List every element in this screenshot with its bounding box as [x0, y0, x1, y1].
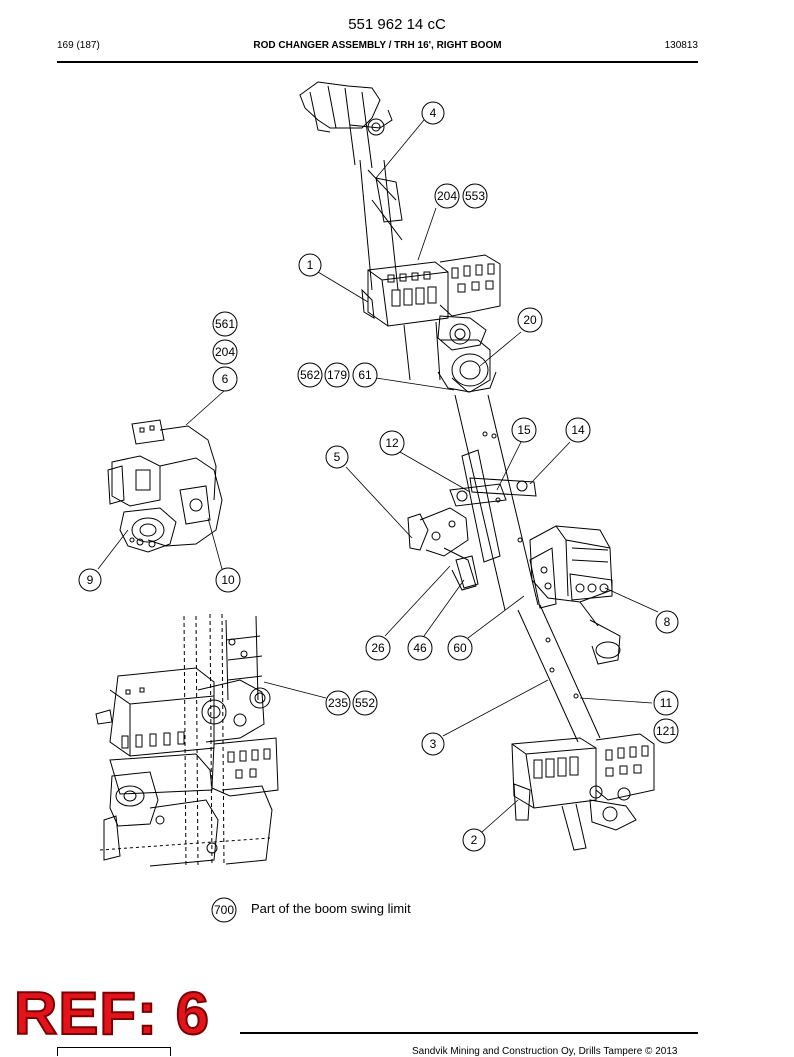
callout-bubbles: 4 204 553 1 20 561 204 6 562 179 61 12 1…	[78, 101, 679, 923]
drawing-main-assembly	[299, 81, 655, 851]
revision-code: 130813	[664, 40, 698, 51]
callout-9: 9	[78, 568, 102, 592]
callout-label: 46	[413, 641, 427, 655]
callout-label: 61	[358, 368, 372, 382]
company-logo	[57, 1047, 171, 1056]
callout-553: 553	[462, 183, 488, 209]
callout-label: 12	[385, 436, 399, 450]
callout-label: 26	[371, 641, 385, 655]
page-title: ROD CHANGER ASSEMBLY / TRH 16', RIGHT BO…	[253, 40, 502, 51]
callout-121: 121	[653, 718, 679, 744]
callout-11: 11	[653, 690, 679, 716]
page-header: 169 (187) ROD CHANGER ASSEMBLY / TRH 16'…	[57, 40, 698, 54]
leader-lines	[97, 119, 659, 833]
callout-label: 553	[465, 189, 485, 203]
callout-label: 700	[214, 903, 234, 917]
callout-label: 10	[221, 573, 235, 587]
callout-label: 552	[355, 696, 375, 710]
callout-20: 20	[517, 307, 543, 333]
callout-label: 11	[660, 696, 673, 710]
callout-label: 15	[517, 423, 531, 437]
callout-179: 179	[324, 362, 350, 388]
callout-4: 4	[421, 101, 445, 125]
callout-label: 14	[571, 423, 585, 437]
header-divider	[57, 61, 698, 63]
callout-26: 26	[365, 635, 391, 661]
callout-204-a: 204	[434, 183, 460, 209]
footer-divider	[240, 1032, 698, 1034]
callout-label: 562	[300, 368, 320, 382]
callout-label: 235	[328, 696, 348, 710]
callout-label: 4	[430, 106, 437, 120]
callout-552: 552	[352, 690, 378, 716]
reference-stamp: REF: 6	[13, 980, 211, 1047]
callout-61: 61	[352, 362, 378, 388]
footer-copyright: Sandvik Mining and Construction Oy, Dril…	[412, 1046, 678, 1057]
callout-label: 204	[215, 345, 235, 359]
callout-label: 60	[453, 641, 467, 655]
callout-6: 6	[212, 366, 238, 392]
page-number: 169 (187)	[57, 40, 100, 51]
drawing-gripper-subassembly	[107, 419, 223, 553]
drawing-detail-view	[95, 613, 279, 867]
callout-8: 8	[655, 610, 679, 634]
callout-label: 2	[471, 833, 478, 847]
callout-10: 10	[215, 567, 241, 593]
callout-label: 3	[430, 737, 437, 751]
callout-235: 235	[325, 690, 351, 716]
callout-561: 561	[212, 311, 238, 337]
callout-12: 12	[379, 430, 405, 456]
callout-label: 204	[437, 189, 457, 203]
callout-562: 562	[297, 362, 323, 388]
callout-1: 1	[298, 253, 322, 277]
callout-700: 700	[211, 897, 237, 923]
callout-label: 9	[87, 573, 94, 587]
callout-label: 8	[664, 615, 671, 629]
note-boom-swing-limit: Part of the boom swing limit	[251, 901, 411, 916]
callout-label: 121	[656, 724, 676, 738]
callout-46: 46	[407, 635, 433, 661]
document-number: 551 962 14 cC	[348, 16, 446, 33]
callout-204-b: 204	[212, 339, 238, 365]
callout-14: 14	[565, 417, 591, 443]
callout-label: 179	[327, 368, 347, 382]
callout-label: 561	[215, 317, 235, 331]
callout-label: 1	[307, 258, 314, 272]
callout-label: 5	[334, 450, 341, 464]
callout-label: 20	[523, 313, 537, 327]
callout-2: 2	[462, 828, 486, 852]
callout-label: 6	[222, 372, 229, 386]
callout-60: 60	[447, 635, 473, 661]
callout-15: 15	[511, 417, 537, 443]
callout-5: 5	[325, 445, 349, 469]
callout-3: 3	[421, 732, 445, 756]
